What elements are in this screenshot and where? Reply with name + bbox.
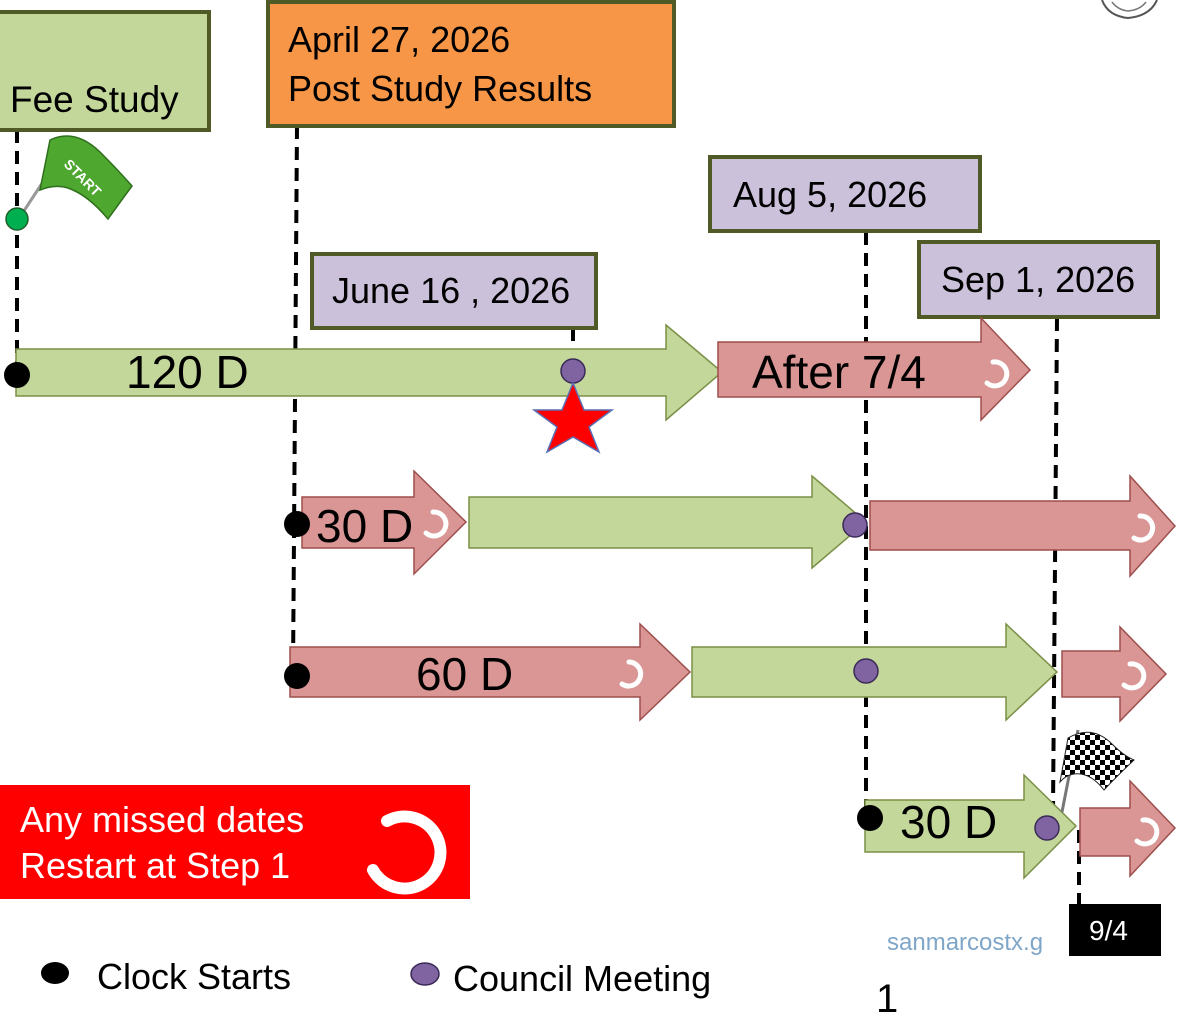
- row4-duration-label: 30 D: [900, 796, 997, 848]
- start-flag-icon: START: [16, 135, 133, 221]
- arrow-row3-red: [289, 622, 692, 722]
- restart-info-box: Any missed dates Restart at Step 1: [0, 785, 470, 899]
- aug-box: Aug 5, 2026: [708, 155, 982, 233]
- legend-clock-dot: [41, 962, 69, 984]
- fee-study-box: Fee Study: [0, 10, 211, 132]
- clock-start-dot-row2: [284, 511, 310, 537]
- date-tag: 9/4: [1069, 904, 1161, 956]
- june-box: June 16 , 2026: [310, 252, 598, 330]
- page-number: 1: [876, 977, 898, 1016]
- restart-info-line2: Restart at Step 1: [20, 845, 290, 886]
- restart-info-line1: Any missed dates: [20, 799, 304, 840]
- arrow-row2-green: [468, 474, 868, 570]
- restart-big-icon: [367, 810, 447, 895]
- dashed-line-april: [291, 125, 299, 673]
- arrow-row2-red-long: [869, 474, 1177, 578]
- legend: Clock Starts Council Meeting: [41, 956, 711, 999]
- restart-icon-row3a: [619, 659, 644, 689]
- post-results-text: Post Study Results: [288, 68, 592, 109]
- june-date-label: June 16 , 2026: [332, 270, 570, 311]
- arrow-row1-green: [15, 323, 724, 422]
- arrow-row3-red-end: [1061, 625, 1168, 723]
- city-seal-icon: [1101, 0, 1158, 20]
- restart-icon-row4: [1134, 817, 1160, 847]
- fee-study-label: Fee Study: [10, 79, 179, 120]
- aug-date-label: Aug 5, 2026: [733, 174, 927, 215]
- restart-icon-row2a: [423, 509, 449, 539]
- row2-duration-label: 30 D: [316, 500, 413, 552]
- row1-duration-label: 120 D: [126, 346, 249, 398]
- start-dot: [5, 207, 29, 231]
- arrow-row1-red: [717, 316, 1032, 422]
- date-tag-label: 9/4: [1089, 915, 1128, 946]
- legend-council-dot: [410, 962, 440, 986]
- sep-box: Sep 1, 2026: [917, 240, 1160, 319]
- arrow-row4-red: [1079, 779, 1177, 878]
- row1-after-label: After 7/4: [752, 346, 926, 398]
- footer-url[interactable]: sanmarcostx.g: [887, 929, 1043, 956]
- sep-date-label: Sep 1, 2026: [941, 259, 1135, 300]
- legend-clock-label: Clock Starts: [97, 956, 291, 997]
- clock-start-dot-row4: [857, 805, 883, 831]
- arrow-row4-green: [864, 773, 1078, 880]
- post-results-date: April 27, 2026: [288, 19, 510, 60]
- council-dot-row4: [1034, 815, 1060, 841]
- restart-icon-row1: [984, 359, 1010, 389]
- dashed-line-sep: [1051, 317, 1059, 811]
- arrows: [15, 316, 1177, 880]
- finish-flag-icon: [1059, 729, 1135, 813]
- star-icon: [531, 381, 615, 454]
- post-results-box: April 27, 2026 Post Study Results: [266, 0, 676, 128]
- restart-icon-row2b: [1131, 513, 1156, 543]
- council-dot-aug-row3: [853, 658, 879, 684]
- clock-start-dot-row3: [284, 663, 310, 689]
- arrow-row2-red-short: [301, 469, 468, 576]
- clock-start-dot-row1: [4, 362, 30, 388]
- restart-icon-row3b: [1121, 661, 1147, 691]
- row3-duration-label: 60 D: [416, 648, 513, 700]
- council-dot-aug-row2: [842, 512, 868, 538]
- council-dot-june: [560, 358, 586, 384]
- legend-council-label: Council Meeting: [453, 958, 711, 999]
